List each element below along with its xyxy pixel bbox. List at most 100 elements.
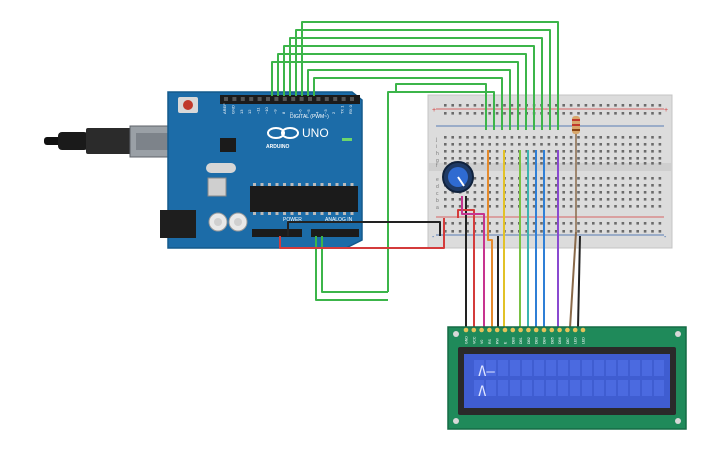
breadboard-hole[interactable] xyxy=(643,177,647,180)
breadboard-hole[interactable] xyxy=(636,136,639,139)
breadboard-hole[interactable] xyxy=(651,150,654,153)
breadboard-hole[interactable] xyxy=(481,112,484,115)
breadboard-hole[interactable] xyxy=(488,143,491,146)
breadboard-hole[interactable] xyxy=(569,150,573,153)
breadboard-hole[interactable] xyxy=(562,177,565,180)
breadboard-hole[interactable] xyxy=(458,198,462,201)
breadboard-hole[interactable] xyxy=(525,191,528,194)
breadboard-hole[interactable] xyxy=(532,191,536,194)
breadboard-hole[interactable] xyxy=(658,205,662,208)
breadboard-hole[interactable] xyxy=(444,104,447,107)
breadboard-hole[interactable] xyxy=(547,162,551,165)
breadboard-hole[interactable] xyxy=(555,184,558,187)
breadboard-hole[interactable] xyxy=(577,205,580,208)
wire-lcd-led-a[interactable] xyxy=(569,231,577,329)
breadboard-hole[interactable] xyxy=(621,191,625,194)
breadboard-hole[interactable] xyxy=(606,177,610,180)
breadboard-hole[interactable] xyxy=(584,162,588,165)
breadboard-hole[interactable] xyxy=(495,177,499,180)
breadboard-hole[interactable] xyxy=(518,136,521,139)
breadboard-hole[interactable] xyxy=(629,191,632,194)
breadboard-hole[interactable] xyxy=(481,157,484,160)
breadboard-hole[interactable] xyxy=(651,143,654,146)
breadboard-hole[interactable] xyxy=(599,191,602,194)
breadboard-hole[interactable] xyxy=(569,205,573,208)
breadboard-hole[interactable] xyxy=(577,177,580,180)
breadboard-hole[interactable] xyxy=(629,177,632,180)
breadboard-hole[interactable] xyxy=(540,205,543,208)
breadboard-hole[interactable] xyxy=(614,230,617,233)
breadboard-hole[interactable] xyxy=(569,136,573,139)
wire-a0[interactable] xyxy=(315,236,388,301)
breadboard-hole[interactable] xyxy=(488,177,491,180)
breadboard-hole[interactable] xyxy=(584,136,588,139)
breadboard-hole[interactable] xyxy=(525,157,528,160)
digital-pin-hole[interactable] xyxy=(240,97,245,101)
breadboard-hole[interactable] xyxy=(584,112,588,115)
breadboard-hole[interactable] xyxy=(547,143,551,146)
breadboard-hole[interactable] xyxy=(547,205,551,208)
breadboard-hole[interactable] xyxy=(577,184,580,187)
breadboard-hole[interactable] xyxy=(451,222,454,225)
breadboard-hole[interactable] xyxy=(606,222,610,225)
breadboard-hole[interactable] xyxy=(532,222,536,225)
breadboard-hole[interactable] xyxy=(614,162,617,165)
breadboard-hole[interactable] xyxy=(444,230,447,233)
breadboard-hole[interactable] xyxy=(495,157,499,160)
breadboard-hole[interactable] xyxy=(562,198,565,201)
breadboard-hole[interactable] xyxy=(547,191,551,194)
breadboard-hole[interactable] xyxy=(643,143,647,146)
breadboard-hole[interactable] xyxy=(614,205,617,208)
breadboard-hole[interactable] xyxy=(643,184,647,187)
breadboard-hole[interactable] xyxy=(481,143,484,146)
breadboard-hole[interactable] xyxy=(481,184,484,187)
breadboard-hole[interactable] xyxy=(458,205,462,208)
breadboard-hole[interactable] xyxy=(555,198,558,201)
lcd-pin[interactable] xyxy=(557,327,562,333)
breadboard-hole[interactable] xyxy=(444,136,447,139)
digital-pin-hole[interactable] xyxy=(266,97,270,101)
wire-lcd-vcc[interactable] xyxy=(457,209,475,328)
breadboard-hole[interactable] xyxy=(510,191,514,194)
resistor[interactable] xyxy=(572,116,580,232)
breadboard-hole[interactable] xyxy=(584,143,588,146)
breadboard-hole[interactable] xyxy=(540,191,543,194)
breadboard-hole[interactable] xyxy=(651,162,654,165)
breadboard-hole[interactable] xyxy=(651,136,654,139)
breadboard-hole[interactable] xyxy=(466,143,469,146)
breadboard-hole[interactable] xyxy=(614,112,617,115)
lcd-pin[interactable] xyxy=(565,327,570,333)
breadboard-hole[interactable] xyxy=(658,157,662,160)
breadboard-hole[interactable] xyxy=(473,150,477,153)
breadboard-hole[interactable] xyxy=(547,230,551,233)
breadboard-hole[interactable] xyxy=(451,104,454,107)
breadboard-hole[interactable] xyxy=(592,177,595,180)
breadboard-hole[interactable] xyxy=(599,150,602,153)
breadboard-hole[interactable] xyxy=(451,157,454,160)
breadboard-hole[interactable] xyxy=(540,198,543,201)
digital-pin-hole[interactable] xyxy=(291,97,296,101)
breadboard-hole[interactable] xyxy=(555,136,558,139)
breadboard-hole[interactable] xyxy=(495,150,499,153)
breadboard-hole[interactable] xyxy=(525,230,528,233)
breadboard-hole[interactable] xyxy=(569,184,573,187)
digital-pin-hole[interactable] xyxy=(299,97,304,101)
breadboard-hole[interactable] xyxy=(577,162,580,165)
breadboard-hole[interactable] xyxy=(510,150,514,153)
breadboard-hole[interactable] xyxy=(547,104,551,107)
breadboard-hole[interactable] xyxy=(532,150,536,153)
breadboard-hole[interactable] xyxy=(614,198,617,201)
breadboard-hole[interactable] xyxy=(503,104,506,107)
lcd-pin[interactable] xyxy=(518,327,523,333)
wire-gnd[interactable] xyxy=(358,221,441,236)
digital-pin-hole[interactable] xyxy=(350,97,354,101)
breadboard-hole[interactable] xyxy=(510,198,514,201)
breadboard-hole[interactable] xyxy=(518,104,521,107)
breadboard-hole[interactable] xyxy=(540,230,543,233)
breadboard-hole[interactable] xyxy=(525,205,528,208)
breadboard-hole[interactable] xyxy=(525,177,528,180)
breadboard-hole[interactable] xyxy=(584,222,588,225)
breadboard-hole[interactable] xyxy=(458,157,462,160)
breadboard-hole[interactable] xyxy=(466,104,469,107)
